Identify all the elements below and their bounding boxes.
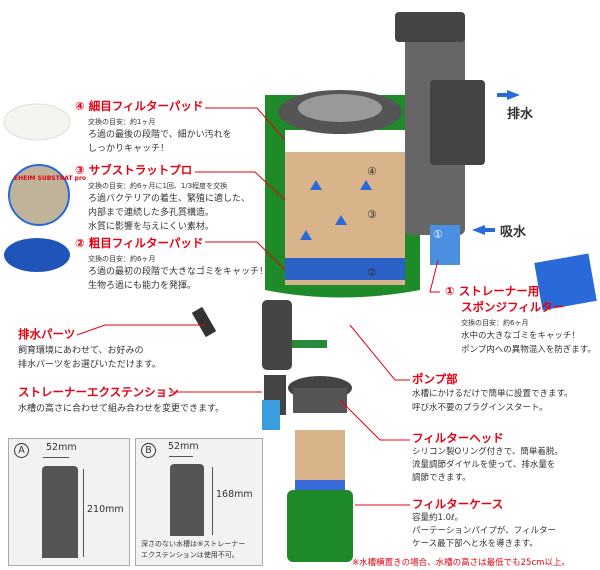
part-desc-line: 調節できます。 <box>412 473 471 483</box>
strainer-sponge-info: ① ストレーナー用 スポンジフィルター 交換の目安：約6ヶ月 水中の大きなゴミを… <box>445 283 596 357</box>
leader-lines <box>76 107 440 506</box>
outlet-label: 排水 <box>507 107 534 122</box>
media-coarse-pad: ② 粗目フィルターパッド 交換の目安：約6ヶ月 ろ過の最初の段階で大きなゴミをキ… <box>75 235 268 293</box>
part-desc-line: ケース最下部へと水を導きます。 <box>412 539 538 549</box>
cutaway-number-4: ④ <box>367 165 377 178</box>
part-title: ポンプ部 <box>412 372 458 386</box>
part-desc-line: 呼び水不要のプラグインスタート。 <box>412 403 548 413</box>
part-title: ストレーナーエクステンション <box>18 385 179 399</box>
part-desc-line: シリコン製Oリング付きで、簡単着脱。 <box>412 447 563 457</box>
pump-silhouette <box>170 464 204 536</box>
cutaway-number-3: ③ <box>367 208 377 221</box>
media-desc-line: 水中の大きなゴミをキャッチ！ <box>461 331 581 341</box>
footnote: ※水槽横置きの場合、水槽の高さは最低でも25cm以上。 <box>352 558 570 568</box>
width-dimension-line <box>43 457 69 458</box>
config-width: 52mm <box>168 441 199 452</box>
pump-silhouette <box>42 466 78 558</box>
config-letter: B <box>141 443 156 458</box>
substrat-image <box>8 164 70 226</box>
media-desc-line: 内部まで連続した多孔質構造。 <box>88 208 215 218</box>
config-note: 深さのない水槽は⑨ストレーナー エクステンションは使用不可。 <box>141 539 245 561</box>
fine-pad-image <box>3 103 71 141</box>
height-dimension-line <box>212 467 213 535</box>
part-desc-line: 排水パーツをお選びいただけます。 <box>18 360 161 370</box>
media-fine-pad: ④ 細目フィルターパッド 交換の目安：約1ヶ月 ろ過の最後の段階で、細かい汚れを… <box>75 98 232 156</box>
media-number: ③ <box>75 163 85 177</box>
media-interval: 交換の目安：約6ヶ月 <box>461 319 529 327</box>
coarse-pad-image <box>4 238 70 272</box>
head-info: フィルターヘッド シリコン製Oリング付きで、簡単着脱。 流量調節ダイヤルを使って… <box>412 430 563 485</box>
part-desc-line: 容量約1.0ℓ。 <box>412 513 464 523</box>
part-title: フィルターヘッド <box>412 431 504 445</box>
media-title: 細目フィルターパッド <box>88 99 204 113</box>
exploded-view <box>191 300 353 562</box>
media-desc-line: しっかりキャッチ！ <box>88 144 170 154</box>
part-desc-line: 水槽にかけるだけで簡単に設置できます。 <box>412 389 573 399</box>
media-desc-line: 生物ろ過にも能力を発揮。 <box>88 281 197 291</box>
cutaway-number-2: ② <box>367 266 377 279</box>
strainer-sponge-image <box>534 253 597 311</box>
media-desc-line: ろ過の最後の段階で、細かい汚れを <box>88 130 232 140</box>
media-interval: 交換の目安：約1ヶ月 <box>88 118 156 126</box>
media-title: スポンジフィルター <box>461 300 565 314</box>
inlet-label: 吸水 <box>500 225 527 240</box>
config-a-box: A 52mm 210mm <box>8 438 130 566</box>
width-dimension-line <box>169 456 193 457</box>
media-interval: 交換の目安：約6ヶ月に1回、1/3程度を交換 <box>88 182 228 190</box>
part-desc-line: 水槽の高さに合わせて組み合わせを変更できます。 <box>18 404 225 414</box>
case-info: フィルターケース 容量約1.0ℓ。 パーテーションパイプが、フィルター ケース最… <box>412 496 556 551</box>
cutaway-number-1: ① <box>433 228 443 241</box>
media-desc-line: ポンプ内への異物混入を防ぎます。 <box>461 345 596 355</box>
part-desc-line: 流量調節ダイヤルを使って、排水量を <box>412 460 556 470</box>
height-dimension-line <box>83 469 84 557</box>
media-substrat: ③ サブストラットプロ 交換の目安：約6ヶ月に1回、1/3程度を交換 ろ過バクテ… <box>75 162 250 234</box>
config-note-line: エクステンションは使用不可。 <box>141 551 239 559</box>
substrat-logo: EHEIM SUBSTRAT pro <box>14 175 87 182</box>
part-title: フィルターケース <box>412 497 504 511</box>
outlet-parts-info: 排水パーツ 飼育環境にあわせて、お好みの 排水パーツをお選びいただけます。 <box>18 326 161 372</box>
media-title: 粗目フィルターパッド <box>88 236 204 250</box>
filter-cutaway <box>265 12 485 298</box>
media-number: ① <box>445 284 455 298</box>
config-height: 210mm <box>87 504 124 515</box>
media-desc-line: 水質に影響を与えにくい素材。 <box>88 222 214 232</box>
config-note-line: 深さのない水槽は⑨ストレーナー <box>141 540 246 548</box>
media-number: ④ <box>75 99 85 113</box>
part-title: 排水パーツ <box>18 327 76 341</box>
part-desc-line: 飼育環境にあわせて、お好みの <box>18 346 144 356</box>
config-width: 52mm <box>46 442 77 453</box>
media-title: サブストラットプロ <box>88 163 193 177</box>
media-interval: 交換の目安：約6ヶ月 <box>88 255 156 263</box>
config-height: 168mm <box>216 489 253 500</box>
flow-arrows <box>300 90 520 240</box>
media-desc-line: ろ過バクテリアの着生、繁殖に適した、 <box>88 194 251 204</box>
media-number: ② <box>75 236 85 250</box>
media-title: ストレーナー用 <box>458 284 540 298</box>
config-b-box: B 52mm 168mm 深さのない水槽は⑨ストレーナー エクステンションは使用… <box>135 438 263 566</box>
pump-info: ポンプ部 水槽にかけるだけで簡単に設置できます。 呼び水不要のプラグインスタート… <box>412 371 573 415</box>
media-desc-line: ろ過の最初の段階で大きなゴミをキャッチ！ <box>88 267 269 277</box>
part-desc-line: パーテーションパイプが、フィルター <box>412 526 556 536</box>
config-letter: A <box>14 443 29 458</box>
extension-info: ストレーナーエクステンション 水槽の高さに合わせて組み合わせを変更できます。 <box>18 384 224 416</box>
